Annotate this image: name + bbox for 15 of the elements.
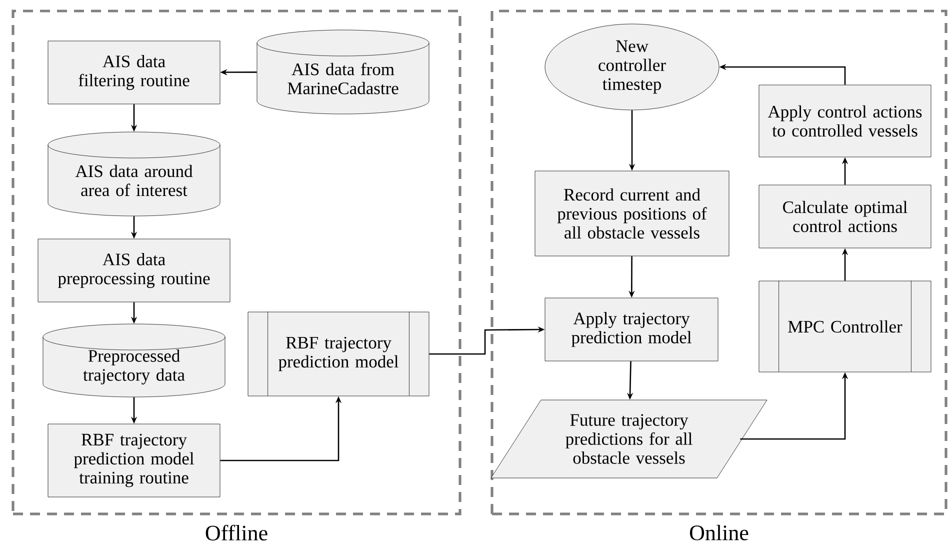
database-cylinder: Preprocessed trajectory data <box>42 324 226 398</box>
database-cylinder: AIS data from MarineCadastre <box>256 30 430 114</box>
process-box: Record current and previous positions of all obstacle vessels <box>534 170 730 256</box>
process-box: RBF trajectory prediction model training routine <box>48 424 220 498</box>
predefined-process-box: MPC Controller <box>758 280 932 372</box>
database-cylinder: AIS data around area of interest <box>48 132 220 216</box>
predefined-process-box: RBF trajectory prediction model <box>248 312 430 396</box>
process-box: AIS data filtering routine <box>48 40 220 104</box>
process-box: Calculate optimal control actions <box>758 184 932 248</box>
process-box: AIS data preprocessing routine <box>38 238 230 302</box>
process-box: Apply trajectory prediction model <box>544 298 718 362</box>
process-box: Apply control actions to controlled vessels <box>758 84 932 158</box>
node-label: Online <box>690 524 748 540</box>
data-parallelogram: Future trajectory predictions for all obstacle vessels <box>490 400 768 478</box>
node-label: Offline <box>206 524 268 541</box>
